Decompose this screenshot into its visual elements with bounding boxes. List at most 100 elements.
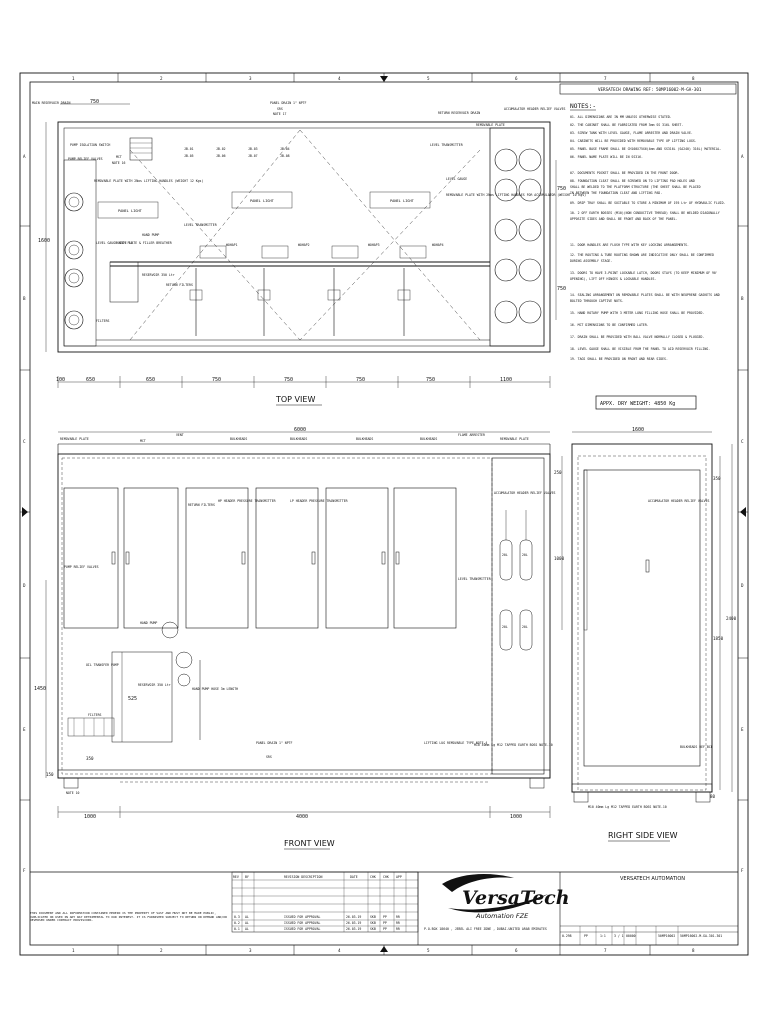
label-level-transmitter: LEVEL TRANSMITTER: [458, 577, 491, 581]
top-view-outline: [57, 121, 551, 353]
note-line: 05. PANEL BASE FRAME SHALL BE CH100X75X6…: [570, 147, 722, 151]
label-bulkheads-1: BULKHEADS: [230, 437, 247, 441]
dim-bottom-5: 750: [426, 377, 435, 383]
label-pump-isolation: PUMP ISOLATION SWITCH: [70, 143, 110, 147]
note-line: 09. DRIP TRAY SHALL BE SUITABLE TO STORE…: [570, 201, 726, 205]
label-removable-plate: REMOVABLE PLATE: [476, 123, 505, 127]
row-label: C: [741, 439, 744, 444]
row-label: D: [741, 583, 744, 588]
notes-block: NOTES:- 01. ALL DIMENSIONS ARE IN MM UNL…: [570, 103, 726, 361]
rev-header: REVISION DESCRIPTION: [284, 875, 322, 879]
title-front-view: FRONT VIEW: [284, 839, 335, 848]
dim-6000: 6000: [294, 427, 306, 433]
dim-side-1600: 1600: [632, 427, 644, 433]
col-label: 3: [249, 948, 252, 953]
note-line: IN BETWEEN THE FOUNDATION CLEAT AND LIFT…: [570, 191, 662, 195]
dim-150: 150: [46, 772, 54, 777]
dim-525: 525: [128, 696, 137, 702]
rev-header: REV: [233, 875, 239, 879]
note-line: 07. DOCUMENTS POCKET SHALL BE PROVIDED I…: [570, 171, 679, 175]
label-return-filters: RETURN FILTERS: [188, 503, 215, 507]
dim-1000-left: 1000: [84, 814, 96, 820]
dim-bottom-2: 750: [212, 377, 221, 383]
valve-stations: [189, 245, 427, 336]
label-removable-plate-left: REMOVABLE PLATE WITH 2Nos LIFTING HANDLE…: [94, 179, 203, 183]
note-line: 12. THE ROUTING & TUBE ROUTING SHOWN ARE…: [570, 253, 714, 257]
grid-rows: A B C D E F A B C D E F: [20, 154, 748, 873]
label-panel-light-3: PANEL LIGHT: [390, 199, 415, 203]
dim-bottom-0: 650: [86, 377, 95, 383]
dim-100: 100: [56, 377, 65, 383]
rev-cell: PP: [383, 915, 387, 919]
col-label: 7: [604, 76, 607, 81]
label-wh-3: WOHAP3: [368, 243, 380, 247]
dim-750-right-2: 750: [557, 286, 566, 292]
company-logo: VersaTech Automation FZE: [442, 874, 570, 920]
rev-cell: 0.1: [234, 927, 240, 931]
title-block: REV BY REVISION DESCRIPTION DATE CHK CHK…: [30, 871, 738, 945]
label-main-reservoir-drain: MAIN RESERVOIR DRAIN: [32, 101, 70, 105]
label-vent: VENT: [176, 433, 184, 437]
note-line: 18. LEVEL GAUGE SHALL BE VISIBLE FROM TH…: [570, 347, 710, 351]
label-earth-boss: M10 40mm Lg M12 TAPPED EARTH BOSS NOTE-1…: [474, 743, 553, 747]
label-level-transmitter-2: LEVEL TRANSMITTER: [184, 223, 217, 227]
rev-header: CHK: [383, 875, 389, 879]
note-line: 19. TAGS SHALL BE PROVIDED ON FRONT AND …: [570, 357, 668, 361]
note-line: 04. CABINETS WILL BE PROVIDED WITH REMOV…: [570, 139, 697, 143]
row-label: B: [23, 296, 26, 301]
grid-columns-top: 1 2 3 4 5 6 7 8: [72, 73, 695, 82]
dim-side-1000: 1000: [554, 556, 565, 561]
note-line: 10. 2 OFF EARTH BOSSES (M10)(NON CONDUCT…: [570, 211, 720, 215]
label-side-accumulator-relief: ACCUMULATOR HEADER RELIEF VALVES: [648, 499, 709, 503]
bottom-cell: 00000: [626, 934, 636, 938]
col-label: 2: [160, 76, 163, 81]
dim-4000: 4000: [296, 814, 308, 820]
row-label: E: [23, 727, 26, 732]
logo-swoosh-icon: [442, 874, 514, 892]
label-return-drain: RETURN RESERVOIR DRAIN: [438, 111, 480, 115]
label-panel-drain-sub: SRS: [277, 107, 283, 111]
row-label: E: [741, 727, 744, 732]
note-line: 02. THE CABINET SHALL BE FABRICATED FROM…: [570, 123, 683, 127]
col-label: 3: [249, 76, 252, 81]
label-filters: FILTERS: [96, 319, 110, 323]
rev-header: CHK: [370, 875, 376, 879]
rev-cell: RR: [396, 921, 400, 925]
rev-cell: AL: [245, 915, 249, 919]
label-wh-4: WOHAP4: [432, 243, 444, 247]
label-pump-relief: PUMP RELIEF VALVES: [68, 157, 103, 161]
label-jb-05: JB-05: [184, 154, 194, 158]
bottom-cell: 50MP16002-M-GA-301-301: [680, 934, 722, 938]
label-panel-drain-sub: SRS: [266, 755, 272, 759]
label-accum-4: 20L: [522, 625, 528, 629]
col-label: 8: [692, 76, 695, 81]
dim-bottom-4: 750: [356, 377, 365, 383]
rev-cell: ISSUED FOR APPROVAL: [284, 915, 321, 919]
note-line: 17. DRAIN SHALL BE PROVIDED WITH BALL VA…: [570, 335, 704, 339]
rev-cell: 26.03.19: [346, 915, 361, 919]
dim-350: 350: [86, 756, 94, 761]
label-filters: FILTERS: [88, 713, 102, 717]
label-jb-02: JB-02: [216, 147, 226, 151]
col-label: 6: [515, 76, 518, 81]
dim-1000-right: 1000: [510, 814, 522, 820]
col-label: 2: [160, 948, 163, 953]
label-jb-01: JB-01: [184, 147, 194, 151]
note-line: SHALL BE WELDED TO THE PLATFORM STRUCTUR…: [570, 185, 701, 189]
title-top-view: TOP VIEW: [275, 395, 315, 404]
bottom-cell: 1:1: [600, 934, 606, 938]
col-label: 5: [427, 948, 430, 953]
dim-750-top: 750: [90, 99, 99, 105]
bottom-cell: 3 / 1: [614, 934, 624, 938]
col-label: 8: [692, 948, 695, 953]
rev-cell: 26.03.19: [346, 927, 361, 931]
label-bulkheads-4: BULKHEADS: [420, 437, 437, 441]
label-jb-07: JB-07: [248, 154, 258, 158]
label-removable-plate-right: REMOVABLE PLATE WITH 2Nos LIFTING HANDLE…: [446, 193, 586, 197]
dim-750-right: 750: [557, 186, 566, 192]
note-line: BOLTED THROUGH CAPTIVE NUTS.: [570, 299, 624, 303]
rev-header: APP: [396, 875, 402, 879]
row-label: B: [741, 296, 744, 301]
label-jb-08: JB-08: [280, 154, 290, 158]
bottom-cell: PP: [584, 934, 588, 938]
